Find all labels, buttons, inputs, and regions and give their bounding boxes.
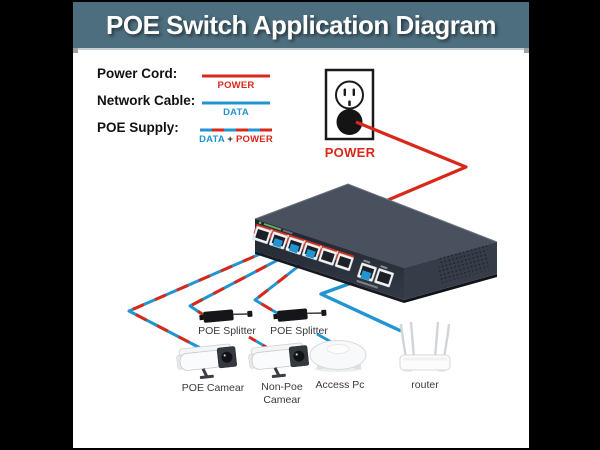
switch-uplink-ports bbox=[356, 259, 395, 289]
poe-camera-label: POE Camear bbox=[181, 382, 245, 394]
access-point bbox=[309, 340, 367, 372]
wire-poe-to-splitter-2 bbox=[253, 256, 310, 318]
poe-switch bbox=[252, 183, 498, 303]
legend-network-cable-label: Network Cable: bbox=[97, 93, 196, 108]
title-bar-right-nub bbox=[524, 48, 529, 53]
wire-power-cord bbox=[355, 120, 468, 202]
switch-vent-grille bbox=[438, 243, 489, 284]
title-bar-left-nub bbox=[73, 48, 78, 53]
poe-splitter-2 bbox=[273, 308, 327, 322]
power-plug-icon bbox=[336, 109, 363, 135]
access-point-label: Access Pc bbox=[315, 379, 365, 391]
poe-splitter-1 bbox=[199, 309, 253, 323]
legend-power-cord-label: Power Cord: bbox=[97, 66, 178, 81]
power-outlet bbox=[324, 68, 375, 141]
switch-poe-ports bbox=[252, 225, 354, 272]
page-title: POE Switch Application Diagram bbox=[106, 9, 497, 40]
legend-poe-caption: DATA + POWER bbox=[199, 134, 273, 145]
wire-poe-to-splitter-1 bbox=[188, 250, 294, 320]
legend-power-caption: POWER bbox=[217, 80, 255, 91]
router-antennas bbox=[399, 321, 451, 359]
poe-splitter-1-label: POE Splitter bbox=[198, 325, 256, 337]
router bbox=[399, 321, 451, 372]
legend-poe-supply-label: POE Supply: bbox=[97, 120, 179, 135]
switch-front-panel bbox=[252, 221, 395, 289]
outlet-socket-icon bbox=[335, 80, 364, 110]
wire-poe-to-camera bbox=[127, 245, 277, 353]
outlet-power-label: POWER bbox=[324, 145, 376, 160]
poe-camera bbox=[176, 343, 237, 380]
title-bar: POE Switch Application Diagram bbox=[73, 2, 529, 50]
switch-power-led bbox=[258, 221, 262, 225]
legend-data-caption: DATA bbox=[223, 107, 249, 118]
non-poe-camera bbox=[248, 342, 309, 379]
poe-splitter-2-label: POE Splitter bbox=[270, 325, 328, 337]
router-label: router bbox=[411, 379, 439, 391]
